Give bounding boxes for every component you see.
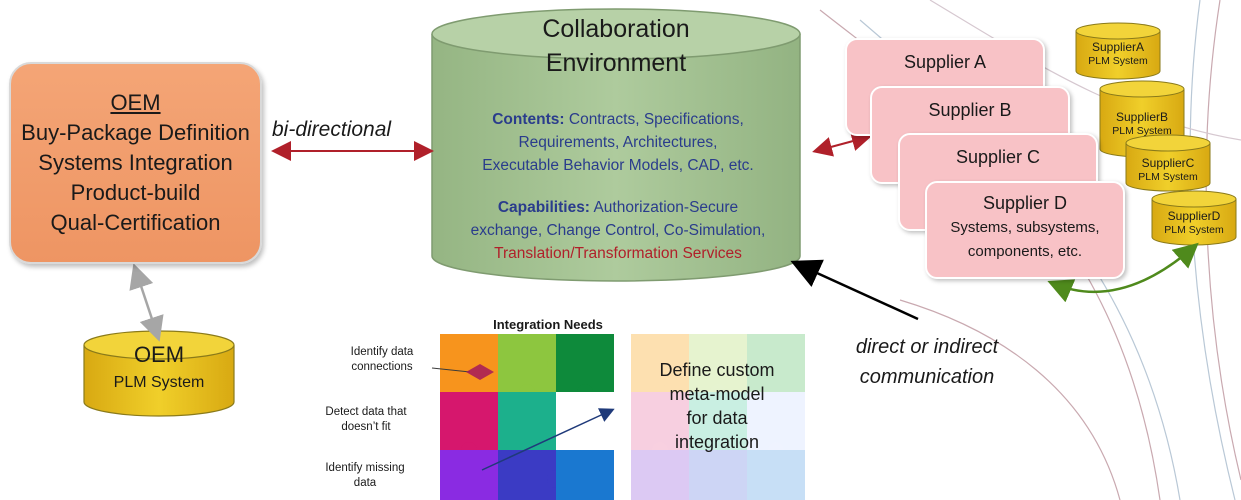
puzzle-piece — [689, 450, 747, 500]
oem-box: OEM Buy-Package Definition Systems Integ… — [9, 62, 262, 264]
integration-needs-title: Integration Needs — [493, 317, 603, 332]
collab-supplier-arrow — [812, 131, 872, 157]
metamodel-line-3: for data — [686, 408, 748, 428]
supplier-c-plm-name: SupplierC — [1141, 156, 1195, 170]
collaboration-capabilities: Capabilities: Authorization-Secure excha… — [436, 196, 800, 265]
collaboration-title-line2: Environment — [545, 49, 687, 77]
contents-text-3: Executable Behavior Models, CAD, etc. — [482, 157, 754, 174]
oem-line-4: Qual-Certification — [50, 210, 221, 235]
puzzle-piece — [556, 450, 614, 500]
puzzle-piece — [631, 392, 689, 450]
oem-plm-label: OEM PLM System — [84, 342, 234, 396]
meta-pointer-arrow — [481, 408, 615, 471]
puzzle-piece — [498, 334, 556, 392]
puzzle-piece — [747, 334, 805, 392]
puzzle-pointer-1 — [431, 367, 471, 373]
supplier-d-desc-1: Systems, subsystems, — [950, 219, 1100, 236]
supplier-a-plm-cylinder — [1075, 22, 1161, 80]
supplier-a-label: Supplier A — [903, 52, 987, 72]
puzzle-piece — [498, 450, 556, 500]
capabilities-text-2: exchange, Change Control, Co-Simulation, — [470, 222, 766, 239]
puzzle-piece — [747, 392, 805, 450]
metamodel-line-4: integration — [674, 432, 760, 452]
communication-arrow — [790, 259, 919, 321]
oem-title: OEM — [110, 90, 161, 115]
puzzle-piece — [556, 392, 614, 450]
supplier-a-plm-label: SupplierA PLM System — [1076, 40, 1160, 68]
metamodel-line-2: meta-model — [669, 384, 765, 404]
collaboration-cylinder — [431, 8, 801, 282]
supplier-b-plm-sub: PLM System — [1112, 125, 1172, 137]
supplier-a-plm-name: SupplierA — [1091, 40, 1145, 54]
need-label-2b: doesn’t fit — [341, 421, 391, 433]
puzzle-missing-piece-marker — [466, 364, 494, 380]
need-label-2a: Detect data that — [325, 406, 407, 418]
metamodel-line-1: Define custom — [659, 360, 775, 380]
puzzle-piece — [440, 392, 498, 450]
supplier-b-label: Supplier B — [928, 100, 1012, 120]
communication-label-2: communication — [859, 366, 995, 388]
supplier-b-plm-name: SupplierB — [1115, 110, 1169, 124]
puzzle-piece — [747, 450, 805, 500]
bidirectional-label: bi-directional — [272, 118, 392, 141]
metamodel-puzzle-grid — [631, 334, 805, 500]
oem-plm-title: OEM — [133, 342, 185, 367]
need-label-1: Identify data connections — [330, 345, 434, 375]
capabilities-text-1: Authorization-Secure — [593, 199, 739, 216]
oem-line-3: Product-build — [70, 180, 201, 205]
supplier-c-label: Supplier C — [955, 147, 1041, 167]
supplier-d-label: Supplier D — [982, 193, 1068, 213]
need-label-3a: Identify missing — [325, 462, 405, 474]
supplier-d-box: Supplier D Systems, subsystems, componen… — [925, 181, 1125, 279]
need-label-3b: data — [353, 477, 377, 489]
supplier-b-plm-label: SupplierB PLM System — [1100, 110, 1184, 138]
communication-label: direct or indirect communication — [822, 332, 1032, 392]
puzzle-piece — [631, 334, 689, 392]
contents-text-1: Contracts, Specifications, — [568, 111, 744, 128]
need-label-1b: connections — [351, 361, 413, 373]
collaboration-contents: Contents: Contracts, Specifications, Req… — [438, 108, 798, 177]
supplier-d-desc-2: components, etc. — [967, 243, 1083, 260]
collaboration-title: Collaboration Environment — [430, 12, 802, 80]
supplier-plm-green-arrow — [1047, 242, 1199, 303]
capabilities-text-3: Translation/Transformation Services — [494, 245, 742, 262]
integration-puzzle-grid — [440, 334, 614, 500]
supplier-d-plm-label: SupplierD PLM System — [1152, 209, 1236, 237]
supplier-d-plm-name: SupplierD — [1167, 209, 1221, 223]
puzzle-piece — [689, 334, 747, 392]
collaboration-title-line1: Collaboration — [542, 15, 690, 43]
puzzle-piece — [689, 392, 747, 450]
oem-plm-cylinder — [83, 330, 235, 417]
need-label-1a: Identify data — [350, 346, 414, 358]
contents-label: Contents: — [492, 111, 565, 128]
metamodel-text: Define custom meta-model for data integr… — [632, 358, 802, 454]
puzzle-piece — [440, 334, 498, 392]
oem-line-1: Buy-Package Definition — [21, 120, 250, 145]
need-label-2: Detect data that doesn’t fit — [306, 405, 426, 435]
need-label-3: Identify missing data — [310, 461, 420, 491]
communication-label-1: direct or indirect — [855, 336, 999, 358]
supplier-a-plm-sub: PLM System — [1088, 55, 1148, 67]
capabilities-label: Capabilities: — [497, 199, 590, 216]
supplier-c-plm-cylinder — [1125, 134, 1211, 192]
supplier-d-plm-cylinder — [1151, 190, 1237, 246]
puzzle-piece — [440, 450, 498, 500]
supplier-plm-cylinders — [1075, 22, 1237, 246]
contents-text-2: Requirements, Architectures, — [518, 134, 718, 151]
puzzle-piece — [556, 334, 614, 392]
puzzle-piece — [631, 450, 689, 500]
oem-plm-sub: PLM System — [113, 374, 205, 391]
oem-line-2: Systems Integration — [38, 150, 233, 175]
supplier-c-plm-label: SupplierC PLM System — [1126, 156, 1210, 184]
oem-plm-arrow — [129, 263, 164, 342]
supplier-d-plm-sub: PLM System — [1164, 224, 1224, 236]
supplier-c-plm-sub: PLM System — [1138, 171, 1198, 183]
